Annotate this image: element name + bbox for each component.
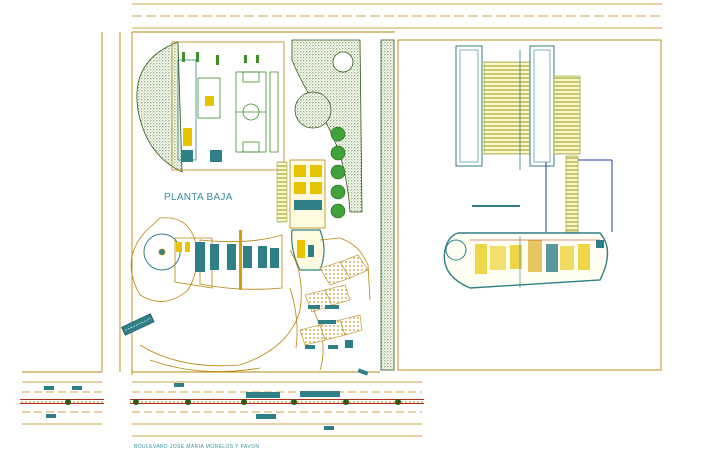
boulevard-vehicles xyxy=(44,383,340,430)
garden-half-ellipse xyxy=(136,41,183,173)
service-rotunda xyxy=(291,229,325,271)
street-name-label: BOULEVARD JOSE MARIA MORELOS Y PAVON xyxy=(134,444,259,450)
left-plaza xyxy=(130,217,283,302)
site-boundary xyxy=(22,31,662,375)
main-building-right xyxy=(443,232,609,289)
green-roundabout-1 xyxy=(332,51,354,73)
ramps-right xyxy=(455,45,613,233)
parking-stalls xyxy=(299,254,369,376)
plaza-benches xyxy=(176,230,279,290)
curved-paths xyxy=(139,237,371,372)
service-building xyxy=(276,159,326,229)
boulevard-trees xyxy=(65,399,401,405)
sports-courts xyxy=(171,41,285,171)
court-poles xyxy=(181,52,259,162)
vehicle-bottom-left xyxy=(120,313,155,336)
boulevard xyxy=(20,381,424,437)
top-road-lines xyxy=(132,3,662,29)
green-strip xyxy=(380,39,395,371)
plan-title-label: PLANTA BAJA xyxy=(164,192,233,203)
green-roundabout-2 xyxy=(294,91,332,129)
tree-row xyxy=(330,126,346,219)
